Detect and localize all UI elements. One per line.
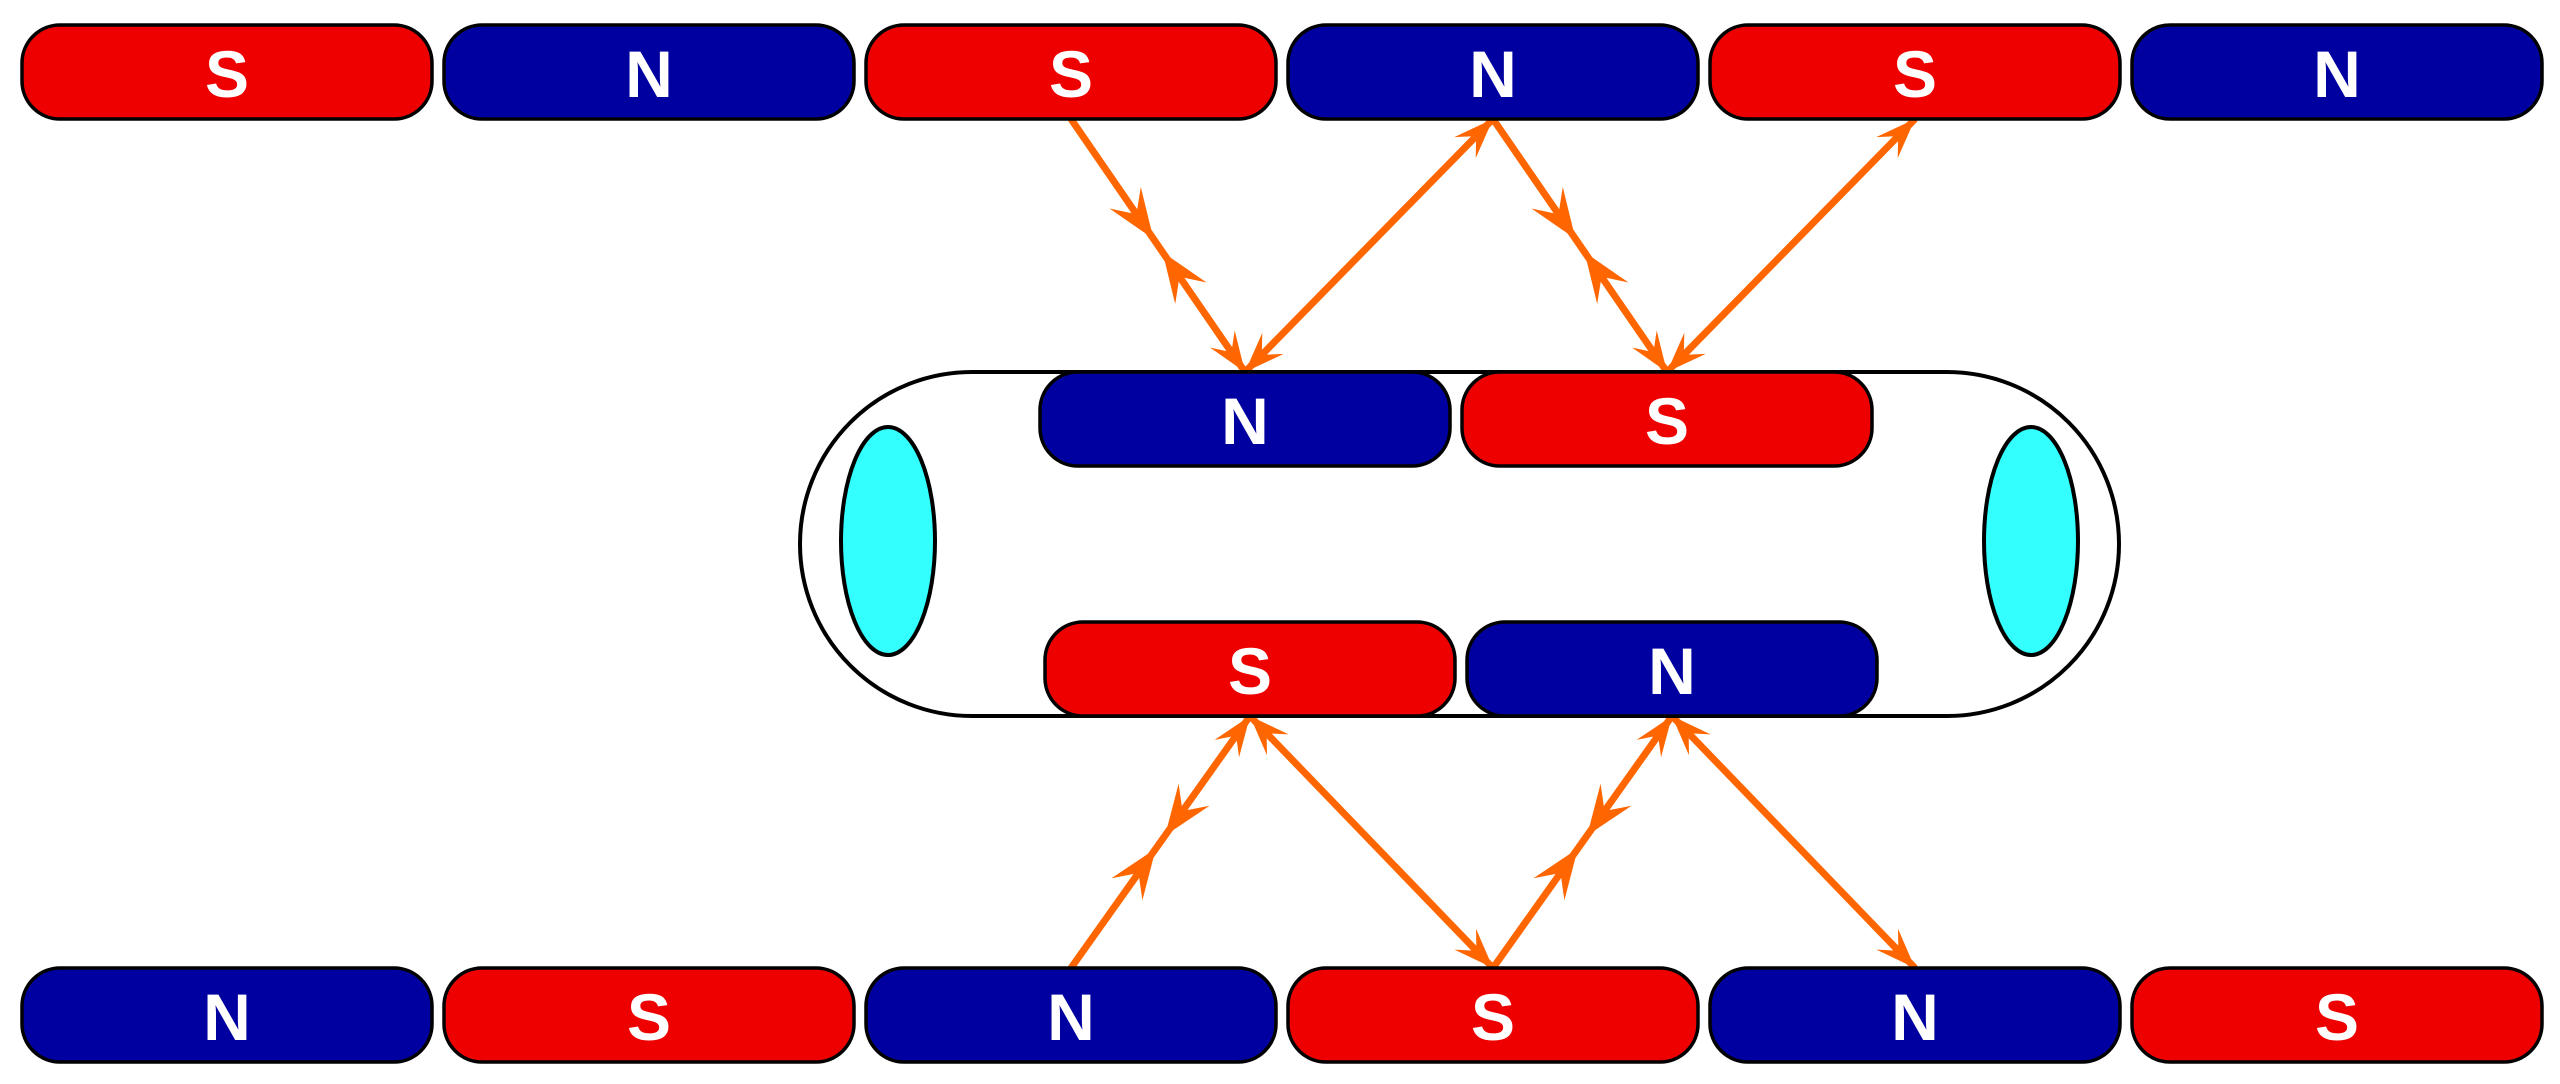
repulsion-arrow	[1068, 713, 1253, 971]
pole-label: S	[1049, 37, 1093, 111]
arrow-head	[1245, 332, 1284, 372]
top-track-3-magnet: N	[1286, 23, 1700, 121]
magnet-body	[1708, 23, 2122, 121]
vehicle-bottom-0-magnet: S	[1043, 620, 1457, 718]
arrow-head	[1667, 332, 1706, 372]
arrow-shaft	[1247, 713, 1496, 971]
top-track-1-magnet: N	[442, 23, 856, 121]
magnet-body	[1460, 370, 1874, 468]
pole-label: S	[1893, 37, 1937, 111]
pole-label: N	[203, 980, 251, 1054]
arrow-shaft	[1669, 713, 1918, 971]
arrow-head	[1165, 783, 1210, 836]
pole-label: S	[1228, 634, 1272, 708]
arrow-head	[1531, 186, 1576, 239]
top-track-2-magnet: S	[864, 23, 1278, 121]
arrow-head	[1876, 928, 1915, 968]
magnet-body	[864, 966, 1278, 1064]
force-arrows	[1068, 116, 1918, 971]
arrow-head	[1533, 848, 1578, 901]
attraction-arrow	[1247, 713, 1496, 971]
arrow-shaft	[1490, 713, 1675, 971]
pole-label: N	[1469, 37, 1517, 111]
magnet-body	[1465, 620, 1879, 718]
top-track-5-magnet: N	[2130, 23, 2544, 121]
magnet-body	[442, 966, 856, 1064]
pole-label: N	[1221, 384, 1269, 458]
arrow-shaft	[1242, 116, 1496, 375]
repulsion-arrow	[1068, 117, 1248, 374]
arrow-head	[1876, 119, 1915, 159]
arrow-shaft	[1068, 713, 1253, 971]
bottom-track-0-magnet: N	[20, 966, 434, 1064]
attraction-arrow	[1242, 116, 1496, 375]
vehicle-body	[798, 370, 2121, 718]
arrow-head	[1584, 252, 1629, 305]
arrow-head	[1631, 330, 1667, 372]
pole-label: S	[1645, 384, 1689, 458]
repulsion-arrow	[1490, 713, 1675, 971]
arrow-head	[1162, 252, 1207, 305]
bottom-track-2-magnet: N	[864, 966, 1278, 1064]
arrow-shaft	[1490, 117, 1670, 374]
magnet-body	[1043, 620, 1457, 718]
arrow-head	[1672, 716, 1711, 756]
arrow-head	[1636, 716, 1672, 758]
magnet-body	[1038, 370, 1452, 468]
pole-label: N	[625, 37, 673, 111]
bottom-track-3-magnet: S	[1286, 966, 1700, 1064]
vehicle	[798, 370, 2121, 718]
repulsion-arrow	[1490, 117, 1670, 374]
vehicle-top-0-magnet: N	[1038, 370, 1452, 468]
magnet-body	[1286, 966, 1700, 1064]
arrow-shaft	[1664, 116, 1918, 375]
bottom-track-1-magnet: S	[442, 966, 856, 1064]
pole-label: N	[1648, 634, 1696, 708]
vehicle-top-1-magnet: S	[1460, 370, 1874, 468]
arrow-head	[1109, 186, 1154, 239]
vehicle-bottom-1-magnet: N	[1465, 620, 1879, 718]
arrow-head	[1454, 119, 1493, 159]
magnet-body	[442, 23, 856, 121]
arrow-head	[1111, 848, 1156, 901]
attraction-arrow	[1669, 713, 1918, 971]
arrow-head	[1250, 716, 1289, 756]
magnet-body	[1708, 966, 2122, 1064]
pole-label: S	[1471, 980, 1515, 1054]
pole-label: N	[1047, 980, 1095, 1054]
magnet-body	[2130, 966, 2544, 1064]
arrow-head	[1587, 783, 1632, 836]
left-wheel	[839, 425, 937, 657]
arrow-head	[1454, 928, 1493, 968]
pole-label: N	[1891, 980, 1939, 1054]
top-track-4-magnet: S	[1708, 23, 2122, 121]
arrow-head	[1214, 716, 1250, 758]
pole-label: S	[205, 37, 249, 111]
pole-label: S	[2315, 980, 2359, 1054]
pole-label: S	[627, 980, 671, 1054]
attraction-arrow	[1664, 116, 1918, 375]
magnet-body	[1286, 23, 1700, 121]
top-track-0-magnet: S	[20, 23, 434, 121]
pole-label: N	[2313, 37, 2361, 111]
magnet-body	[864, 23, 1278, 121]
right-wheel	[1982, 425, 2080, 657]
magnets: S N S N S N N S N S N S N S S N	[20, 23, 2544, 1064]
bottom-track-4-magnet: N	[1708, 966, 2122, 1064]
bottom-track-5-magnet: S	[2130, 966, 2544, 1064]
magnet-body	[20, 966, 434, 1064]
magnet-body	[20, 23, 434, 121]
arrow-shaft	[1068, 117, 1248, 374]
magnet-body	[2130, 23, 2544, 121]
arrow-head	[1209, 330, 1245, 372]
